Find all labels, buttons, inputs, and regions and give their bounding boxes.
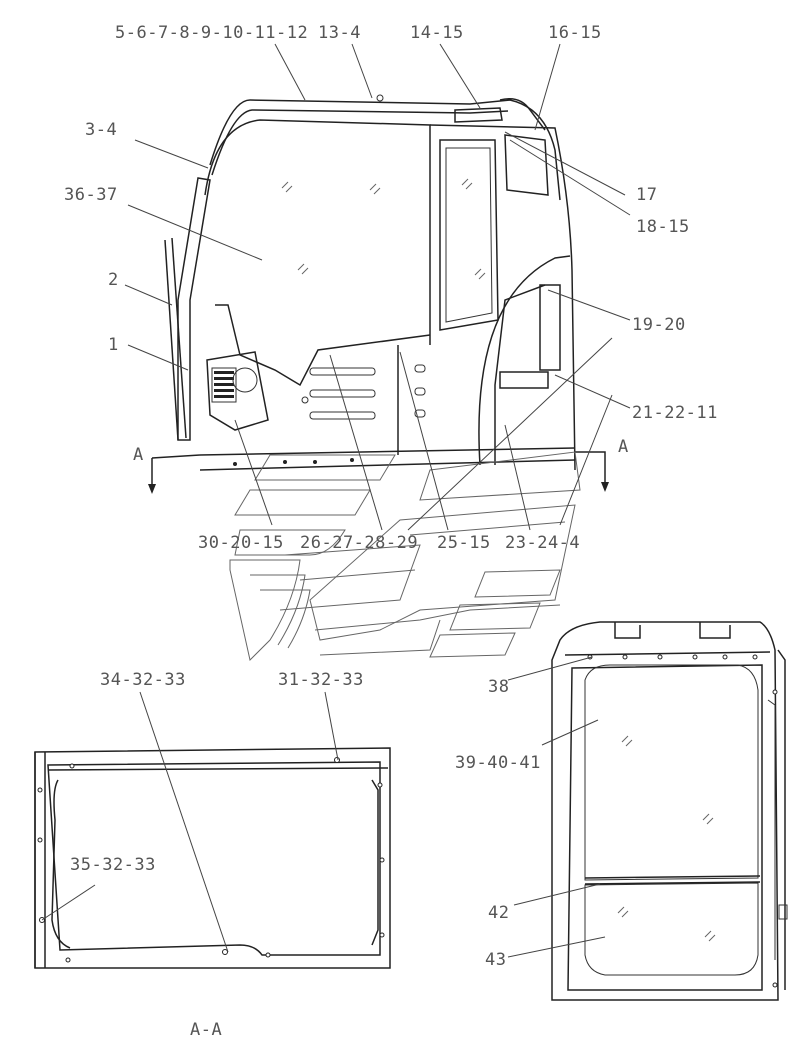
- label-26-29: 26-27-28-29: [300, 533, 418, 553]
- label-a-left: A: [133, 445, 144, 465]
- label-16-15: 16-15: [548, 23, 602, 43]
- label-30-20-15: 30-20-15: [198, 533, 284, 553]
- label-34-32-33: 34-32-33: [100, 670, 186, 690]
- label-38: 38: [488, 677, 509, 697]
- part-labels: 5-6-7-8-9-10-11-12 13-4 14-15 16-15 3-4 …: [64, 23, 718, 1040]
- label-1: 1: [108, 335, 119, 355]
- label-36-37: 36-37: [64, 185, 118, 205]
- label-42: 42: [488, 903, 509, 923]
- label-13-4: 13-4: [318, 23, 361, 43]
- label-43: 43: [485, 950, 506, 970]
- label-25-15: 25-15: [437, 533, 491, 553]
- label-2: 2: [108, 270, 119, 290]
- decal-stripes-view: [229, 451, 581, 661]
- section-a-a-view: [34, 747, 391, 969]
- label-39-40-41: 39-40-41: [455, 753, 541, 773]
- leader-lines: [41, 43, 631, 958]
- door-view: [551, 621, 788, 1001]
- label-17: 17: [636, 185, 657, 205]
- cab-main-view: [148, 94, 609, 494]
- label-3-4: 3-4: [85, 120, 117, 140]
- label-5-12: 5-6-7-8-9-10-11-12: [115, 23, 308, 43]
- label-section-a-a: A-A: [190, 1020, 222, 1040]
- label-23-24-4: 23-24-4: [505, 533, 580, 553]
- label-a-right: A: [618, 437, 629, 457]
- label-35-32-33: 35-32-33: [70, 855, 156, 875]
- label-31-32-33: 31-32-33: [278, 670, 364, 690]
- label-18-15: 18-15: [636, 217, 690, 237]
- label-21-22-11: 21-22-11: [632, 403, 718, 423]
- label-14-15: 14-15: [410, 23, 464, 43]
- label-19-20: 19-20: [632, 315, 686, 335]
